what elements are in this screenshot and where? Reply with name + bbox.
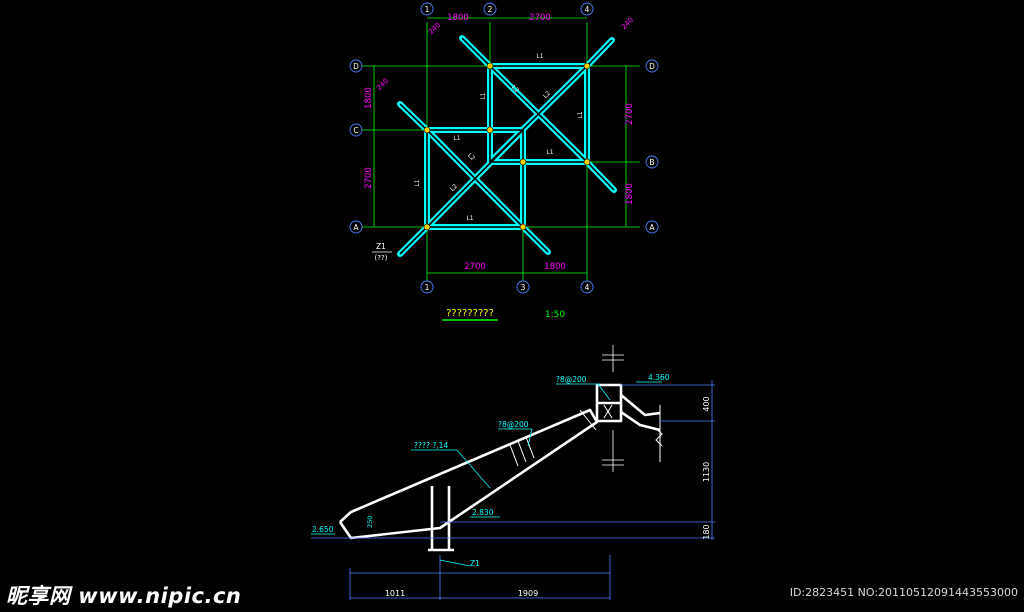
- beam-label: L1: [466, 215, 473, 222]
- dim-text: 2700: [625, 103, 635, 125]
- break-line-top: [602, 345, 624, 472]
- dim-text: 1800: [625, 183, 635, 205]
- axis-label: A: [353, 223, 359, 232]
- beam-label: L2: [449, 183, 459, 193]
- dim-text: 1011: [385, 589, 405, 598]
- axis-label: D: [353, 62, 359, 71]
- dim-text: 400: [702, 396, 711, 411]
- beam-inner: [399, 37, 615, 255]
- axis-label: 2: [488, 5, 493, 14]
- dim-text: 1800: [364, 87, 374, 109]
- axis-label: 4: [585, 5, 590, 14]
- axis-labels: 1 2 4 1 3 4 D C A D B A: [353, 5, 655, 292]
- dim-text: 1800: [544, 262, 566, 272]
- beam-labels: L1 L1 L1 L1 L1 L2 L2 L2 L2 L1 L1: [414, 53, 584, 222]
- elev-mid: 2.830: [472, 508, 494, 517]
- axis-label: A: [649, 223, 655, 232]
- axis-bubbles: [349, 2, 659, 294]
- section-leaders: [311, 381, 662, 567]
- beam-label: L2: [510, 84, 520, 94]
- dim-text: 1800: [447, 13, 469, 23]
- columns: [423, 62, 591, 231]
- dim-text: 240: [427, 21, 442, 36]
- dim-text: 2700: [464, 262, 486, 272]
- top-rebar-label: ?8@200: [556, 375, 587, 384]
- watermark-right: ID:2823451 NO:20110512091443553000: [789, 586, 1018, 599]
- axis-label: D: [649, 62, 655, 71]
- column-tag-sub: (??): [375, 254, 388, 262]
- beam-label: L1: [480, 92, 487, 99]
- dim-text: 180: [702, 524, 711, 539]
- elev-top: 4.360: [648, 373, 670, 382]
- plan-title-text: ?????????: [446, 308, 494, 319]
- mid-rebar-label: ?8@200: [498, 420, 529, 429]
- beam-label: L1: [414, 179, 421, 186]
- section-dim-lines: [311, 380, 715, 600]
- plan-title: ????????? 1:50: [442, 308, 565, 321]
- section-dimensions: 400 1130 180 1011 1909: [385, 396, 711, 598]
- column-tag: Z1 (??): [372, 242, 392, 262]
- section-annotations: ?8@200 ?8@200 ???? ?,14 4.360 2.830 2.65…: [312, 373, 670, 568]
- watermark-left: 昵享网 www.nipic.cn: [6, 584, 242, 608]
- slab-thickness: 250: [366, 516, 374, 528]
- column-tag-label: Z1: [376, 242, 386, 251]
- dim-text: 1909: [518, 589, 538, 598]
- beam-label: L1: [536, 53, 543, 60]
- column-label: Z1: [470, 559, 480, 568]
- beam-note-label: ???? ?,14: [414, 441, 448, 450]
- beam-label: L1: [453, 135, 460, 142]
- beam-label: L2: [466, 152, 476, 162]
- plan-dimensions: 1800 2700 2700 1800 1800 2700 2700 1800 …: [364, 13, 635, 272]
- dim-text: 240: [620, 16, 635, 31]
- beam-label: L1: [546, 149, 553, 156]
- axis-label: 1: [425, 283, 430, 292]
- sloped-slab: [338, 383, 661, 552]
- axis-label: 1: [425, 5, 430, 14]
- roof-framing-plan: 1 2 4 1 3 4 D C A D B A 1800 2700 2700 1…: [349, 2, 659, 321]
- dim-text: 240: [375, 77, 390, 92]
- beam-label: L2: [542, 90, 552, 100]
- axis-label: 4: [585, 283, 590, 292]
- axis-label: B: [649, 158, 654, 167]
- axis-label: 3: [521, 283, 526, 292]
- beam-label: L1: [577, 111, 584, 118]
- dim-text: 2700: [364, 167, 374, 189]
- axis-label: C: [353, 126, 358, 135]
- plan-scale: 1:50: [545, 310, 565, 320]
- elev-left: 2.650: [312, 525, 334, 534]
- dim-text: 1130: [702, 462, 711, 482]
- dim-text: 2700: [529, 13, 551, 23]
- roof-section: ?8@200 ?8@200 ???? ?,14 4.360 2.830 2.65…: [311, 345, 715, 600]
- section-details: [509, 404, 663, 467]
